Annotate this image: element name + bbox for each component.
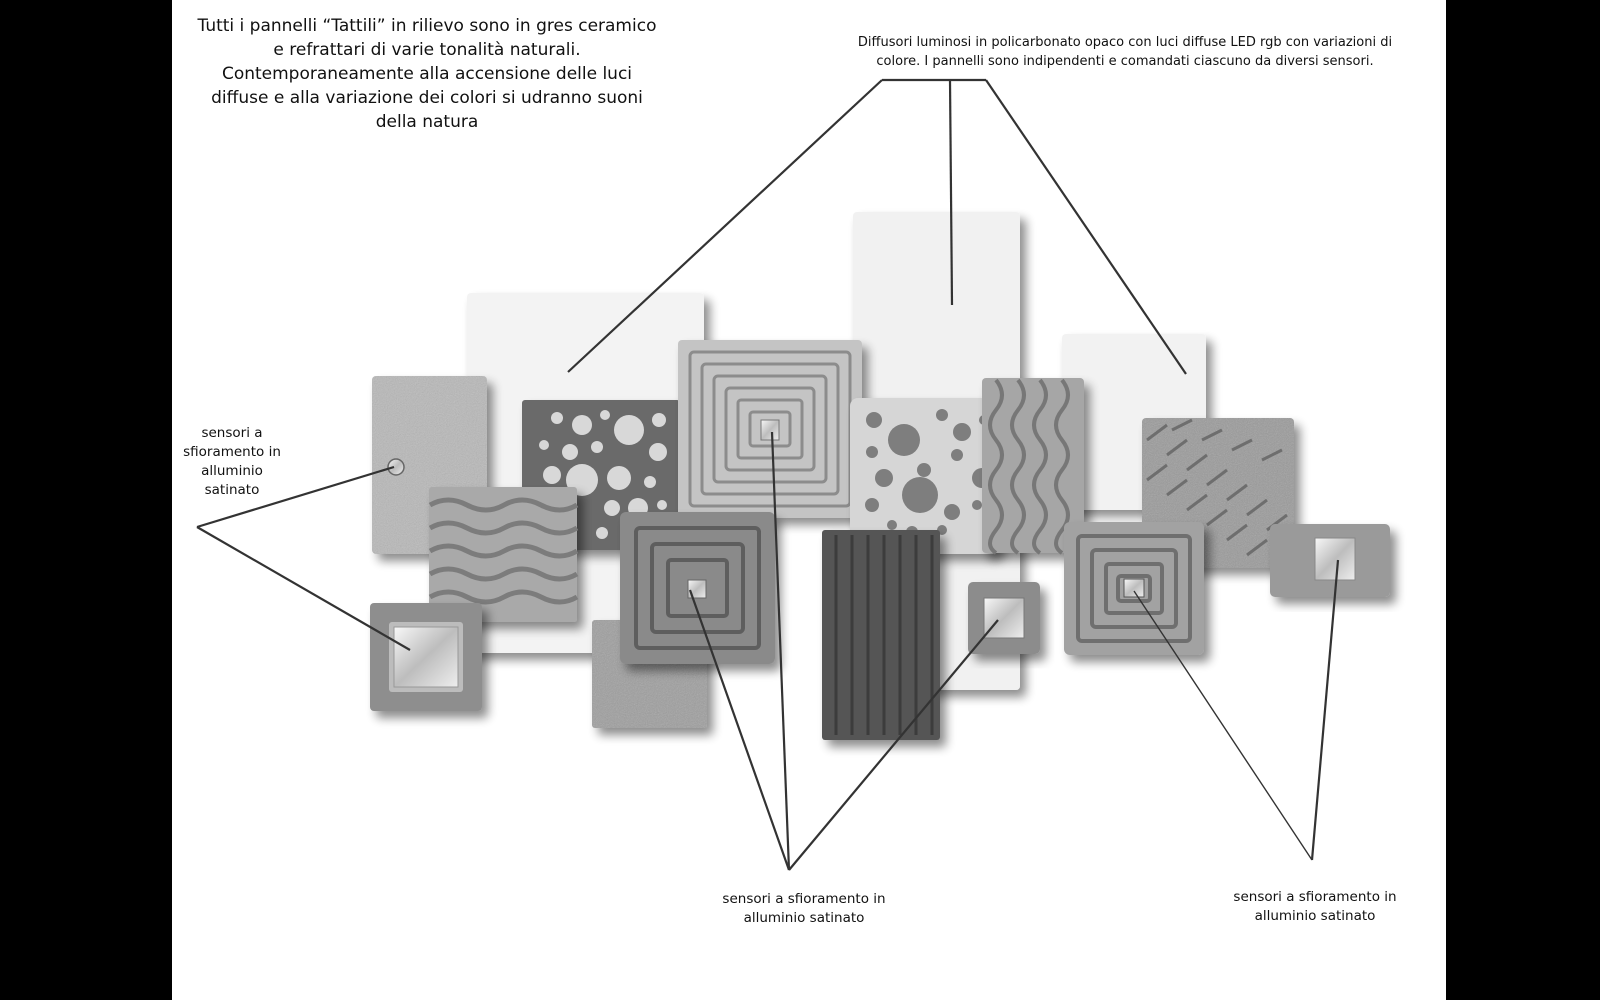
touch-sensor-4[interactable] xyxy=(983,597,1025,639)
tile-wavy-vertical xyxy=(982,378,1084,555)
tile-wavy-horizontal xyxy=(428,487,579,622)
tile-concentric-medium xyxy=(620,512,775,664)
touch-sensor-6[interactable] xyxy=(1314,537,1356,581)
touch-sensor-2[interactable] xyxy=(393,626,459,688)
tile-ribbed-dark xyxy=(822,530,940,740)
sensor-label-bottom: sensori a sfioramento in alluminio satin… xyxy=(722,891,886,926)
tile-concentric-right xyxy=(1064,522,1204,655)
diagram-sheet: Tutti i pannelli “Tattili” in rilievo so… xyxy=(172,0,1446,1000)
intro-description: Tutti i pannelli “Tattili” in rilievo so… xyxy=(197,16,657,132)
sensor-label-left: sensori a sfioramento in alluminio satin… xyxy=(183,425,281,498)
tile-concentric-large xyxy=(678,340,862,518)
touch-sensor-5[interactable] xyxy=(1123,578,1145,598)
leader-lines xyxy=(196,78,1340,871)
tile-perforated-light xyxy=(850,398,999,554)
sensor-label-right: sensori a sfioramento in alluminio satin… xyxy=(1233,889,1397,924)
tile-small-sensor-left xyxy=(370,603,482,711)
tile-small-sensor-right xyxy=(1270,524,1390,597)
touch-sensor-3[interactable] xyxy=(687,579,707,599)
ceramic-tiles xyxy=(370,340,1390,740)
panel-composition xyxy=(196,78,1390,871)
diffusers-description: Diffusori luminosi in policarbonato opac… xyxy=(857,35,1393,69)
touch-sensor-round[interactable] xyxy=(387,458,405,476)
touch-sensor-1[interactable] xyxy=(760,419,780,441)
